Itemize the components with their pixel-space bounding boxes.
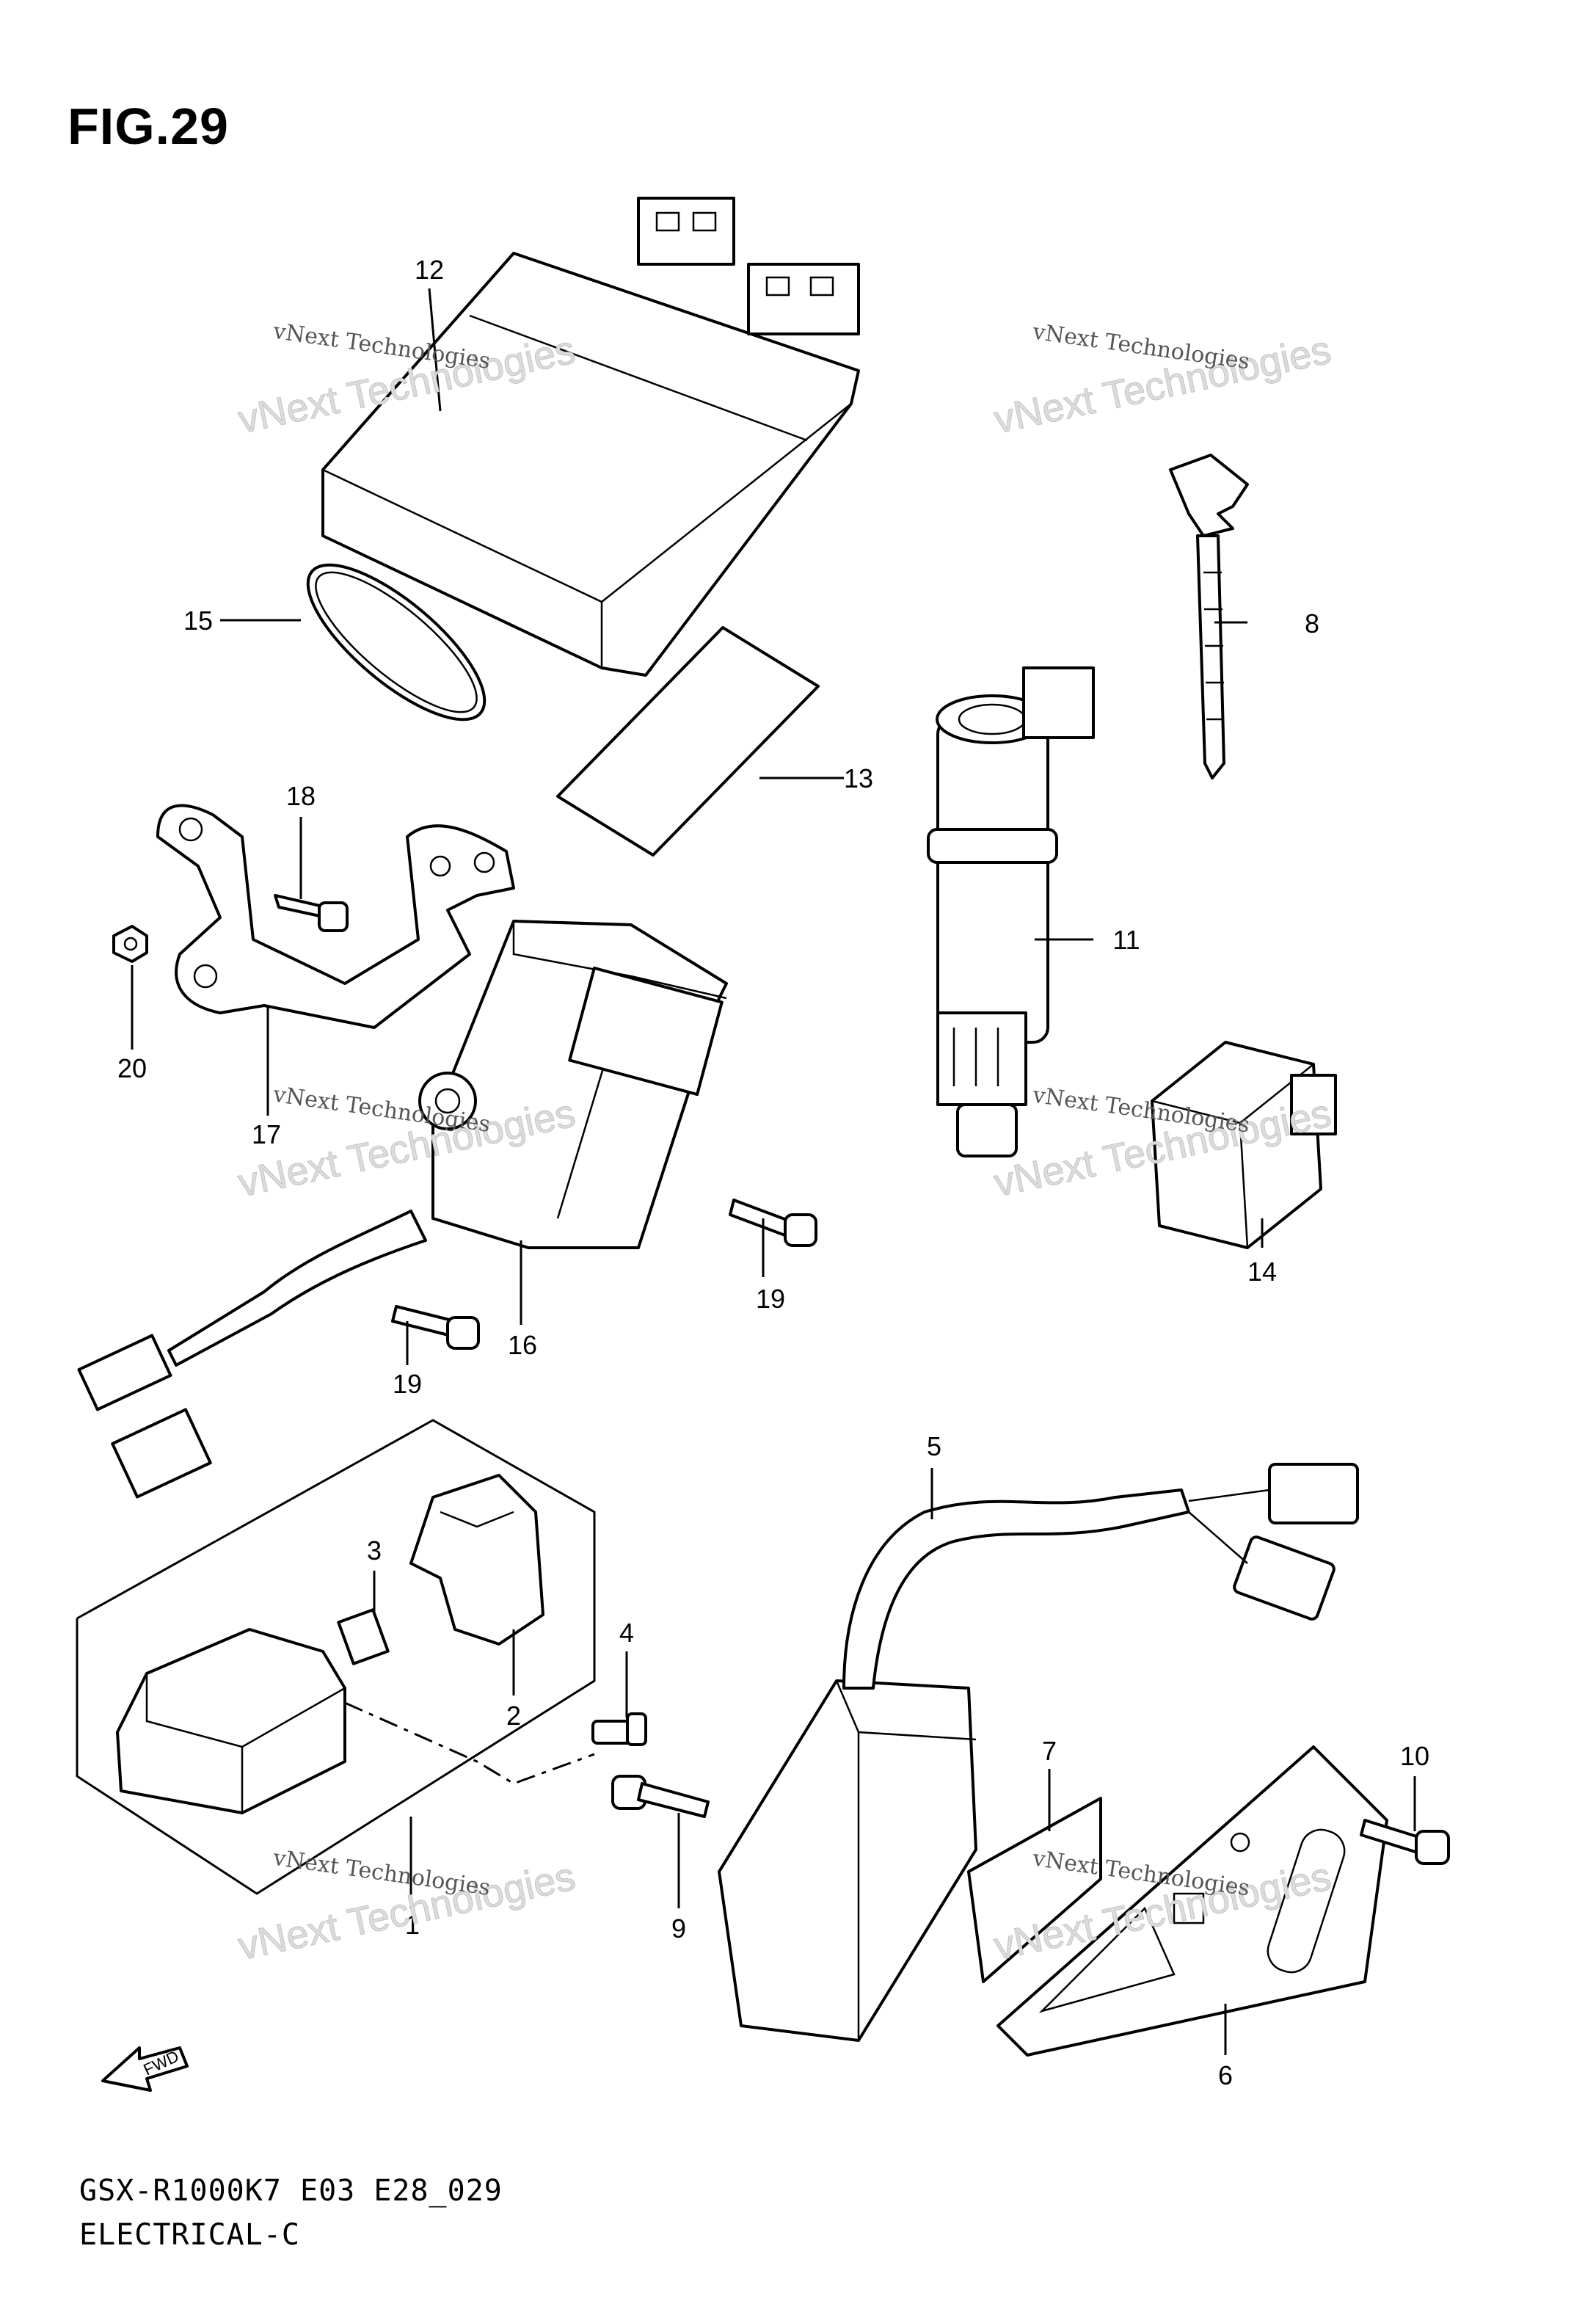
sensor-unit-part-16[interactable] xyxy=(77,920,728,1499)
figure-title: FIG.29 xyxy=(68,98,229,155)
ignition-coil-part-11[interactable] xyxy=(927,666,1095,1157)
callout-14: 14 xyxy=(1247,1257,1277,1287)
callout-1: 1 xyxy=(405,1910,420,1940)
bolt-part-18[interactable] xyxy=(274,894,349,932)
callout-2: 2 xyxy=(506,1701,521,1731)
bolt-part-10[interactable] xyxy=(1360,1819,1450,1865)
callout-17: 17 xyxy=(252,1119,281,1149)
fuse-part-3[interactable] xyxy=(337,1608,390,1665)
callout-18: 18 xyxy=(286,781,316,811)
nut-part-20[interactable] xyxy=(112,925,148,963)
cover-part-2[interactable] xyxy=(409,1474,544,1646)
callout-3: 3 xyxy=(367,1535,382,1566)
callout-20: 20 xyxy=(117,1053,147,1083)
regulator-rectifier-part-5[interactable] xyxy=(718,1463,1359,2042)
relay-part-14[interactable] xyxy=(1151,1041,1337,1249)
callout-12: 12 xyxy=(415,255,444,285)
callout-15: 15 xyxy=(183,606,213,636)
watermark-top-right: vNext Technologies vNext Technologies xyxy=(990,319,1336,442)
bracket-part-17[interactable] xyxy=(156,804,515,1029)
relay-block-part-1[interactable] xyxy=(116,1628,595,1814)
callout-10: 10 xyxy=(1400,1741,1429,1771)
cushion-pad-part-13[interactable] xyxy=(556,626,820,857)
bolt-part-19-b[interactable] xyxy=(391,1305,480,1350)
callout-6: 6 xyxy=(1218,2060,1233,2090)
callout-19-b: 19 xyxy=(393,1369,422,1399)
watermark-bottom-left: vNext Technologies vNext Technologies xyxy=(234,1845,580,1969)
bolt-part-19-a[interactable] xyxy=(729,1199,817,1247)
callout-8: 8 xyxy=(1305,608,1319,639)
footer-section-name: ELECTRICAL-C xyxy=(79,2218,300,2252)
assembly-outline-part-1 xyxy=(76,1419,596,1895)
callout-9: 9 xyxy=(671,1913,686,1944)
callout-13: 13 xyxy=(844,763,873,793)
footer-model-code: GSX-R1000K7 E03 E28_029 xyxy=(79,2174,503,2208)
callout-5: 5 xyxy=(927,1431,941,1461)
callout-19-a: 19 xyxy=(756,1284,785,1314)
heat-plate-part-7[interactable] xyxy=(967,1797,1102,1983)
callout-16: 16 xyxy=(508,1330,537,1360)
screw-part-4[interactable] xyxy=(591,1712,647,1746)
callout-11: 11 xyxy=(1112,925,1140,955)
mounting-bracket-part-6[interactable] xyxy=(996,1745,1388,2057)
callout-7: 7 xyxy=(1042,1736,1057,1766)
leader-lines xyxy=(131,288,1416,2055)
callout-4: 4 xyxy=(619,1618,634,1648)
ecm-unit-part-12[interactable] xyxy=(321,197,860,677)
cable-tie-part-8[interactable] xyxy=(1169,454,1249,779)
svg-text:vNext Technologies: vNext Technologies xyxy=(271,1845,492,1901)
bolt-part-9[interactable] xyxy=(611,1775,710,1818)
forward-arrow-icon: FWD xyxy=(101,2046,189,2092)
seal-ring-part-15[interactable] xyxy=(286,540,507,744)
